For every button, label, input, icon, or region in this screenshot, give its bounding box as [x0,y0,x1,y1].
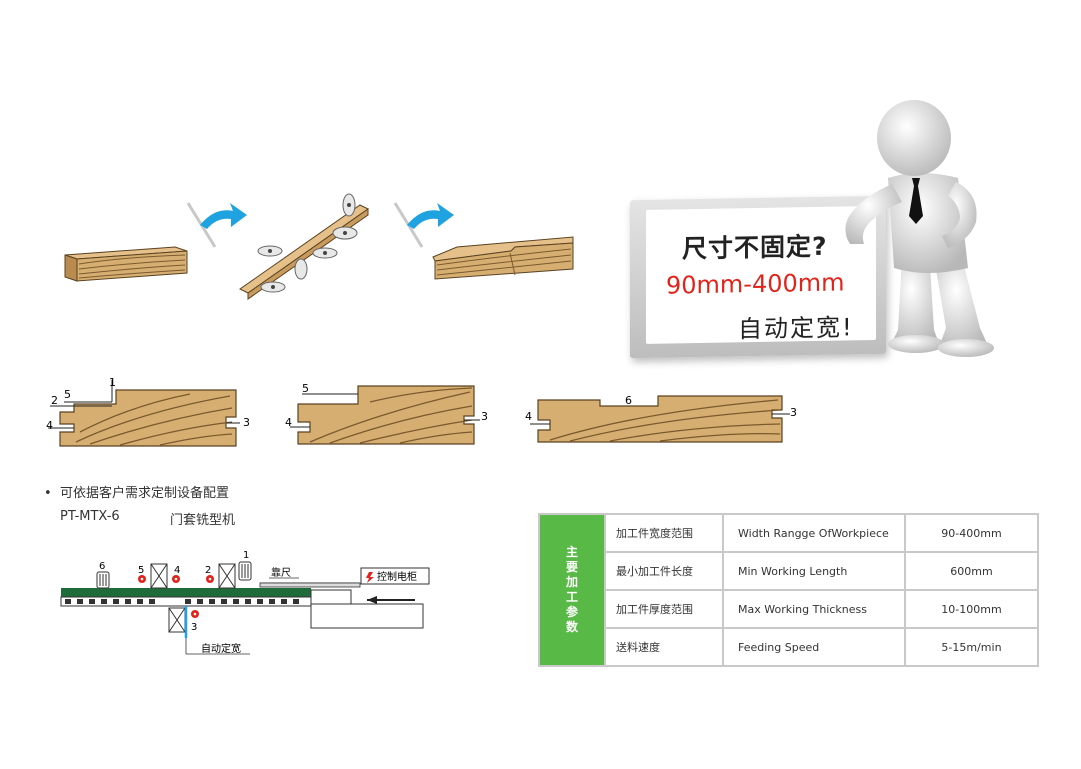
sign-size-range: 90mm-400mm [666,268,845,300]
spec-value: 600mm [904,551,1039,591]
model-number: PT-MTX-6 [60,509,120,524]
profile-b: 5 4 3 [285,382,488,445]
mascot-figure [845,100,994,357]
profile-label: 3 [790,406,797,419]
auto-width-label: 自动定宽 [201,642,241,655]
spindle-label: 5 [138,565,144,576]
lightning-icon [366,572,374,583]
spindle-label: 4 [174,565,180,576]
control-cabinet [360,567,430,585]
profile-c: 4 6 3 [525,394,797,443]
spec-cn: 加工件宽度范围 [604,513,724,553]
spec-value: 90-400mm [904,513,1039,553]
profile-label: 4 [285,416,292,429]
spindle-label: 6 [99,561,105,572]
process-illustration [64,193,574,300]
machine-name: 门套铣型机 [170,513,236,528]
raw-board-icon [64,246,188,282]
customization-text: 可依据客户需求定制设备配置 [59,486,229,501]
spec-en: Max Working Thickness [722,589,906,629]
fence-label: 靠尺 [271,566,291,579]
machine-schematic: 靠尺 控制电柜 6 5 4 2 1 3 自动定宽 [60,550,430,655]
profile-label: 4 [46,419,53,432]
profile-label: 2 [51,394,58,407]
profile-label: 1 [109,376,116,389]
conveyor-belt [61,588,311,597]
profile-label: 3 [481,410,488,423]
sign-question: 尺寸不固定? [682,231,828,264]
machining-board-icon [239,193,369,300]
spec-cn: 最小加工件长度 [604,551,724,591]
bullet: • [44,486,60,501]
spec-cn: 加工件厚度范围 [604,589,724,629]
control-cabinet-label: 控制电柜 [377,570,417,583]
spec-en: Feeding Speed [722,627,906,667]
profile-label: 6 [625,394,632,407]
profile-a: 1 2 5 4 3 [46,376,250,447]
profile-label: 5 [302,382,309,395]
table-row: 加工件厚度范围 Max Working Thickness 10-100mm [539,589,1039,629]
profile-sections: 1 2 5 4 3 5 4 3 4 6 3 [46,376,797,447]
profile-label: 3 [243,416,250,429]
profile-label: 5 [64,388,71,401]
spec-en: Width Rangge OfWorkpiece [722,513,906,553]
spindle-label: 3 [191,622,197,633]
table-row: 送料速度 Feeding Speed 5-15m/min [539,627,1039,667]
spec-value: 10-100mm [904,589,1039,629]
customization-note: • 可依据客户需求定制设备配置 [44,482,229,501]
table-row: 主要加工参数 加工件宽度范围 Width Rangge OfWorkpiece … [538,513,1039,667]
arrow-icon [186,202,247,248]
table-row: 最小加工件长度 Min Working Length 600mm [539,551,1039,591]
profile-label: 4 [525,410,532,423]
spindle-label: 2 [205,565,211,576]
spec-en: Min Working Length [722,551,906,591]
spec-value: 5-15m/min [904,627,1039,667]
spec-cn: 送料速度 [604,627,724,667]
spindle-label: 1 [243,550,249,561]
finished-board-icon [432,236,574,280]
arrow-icon [393,202,454,248]
spec-table: 主要加工参数 加工件宽度范围 Width Rangge OfWorkpiece … [538,513,1039,667]
spec-table-header: 主要加工参数 [538,513,606,667]
